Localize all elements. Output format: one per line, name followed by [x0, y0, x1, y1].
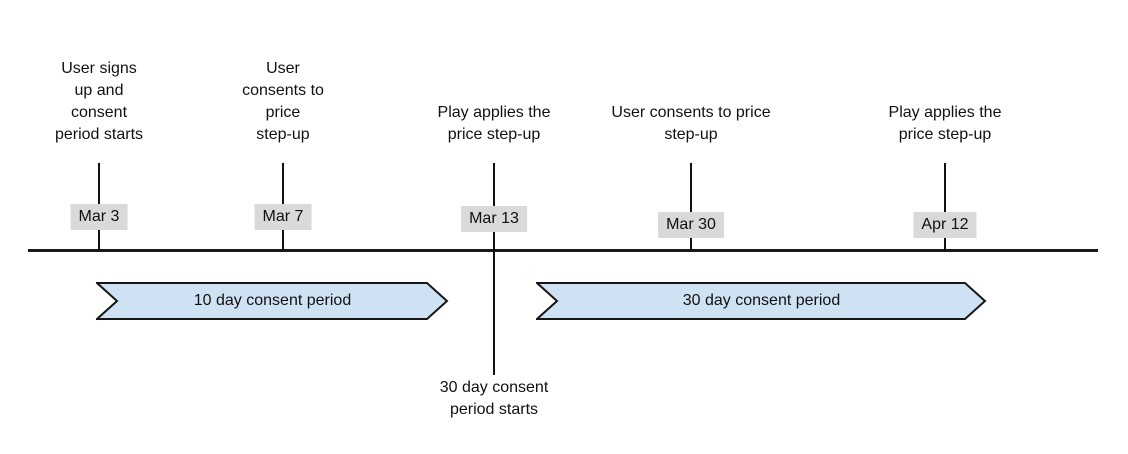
- event-label: User signs up and consent period starts: [54, 60, 144, 143]
- ribbon-arrow-icon: [536, 282, 987, 320]
- event-date-badge: Mar 30: [658, 212, 724, 238]
- period-arrow-10-day: 10 day consent period: [96, 282, 449, 320]
- ribbon-arrow-shape: [536, 282, 987, 320]
- event-label: Play applies the price step-up: [888, 104, 1002, 143]
- event-date-badge: Apr 12: [913, 212, 977, 238]
- event-label: Play applies the price step-up: [437, 104, 551, 143]
- event-tick: [690, 163, 692, 251]
- event-date-badge: Mar 7: [254, 204, 312, 230]
- ribbon-arrow-shape: [96, 282, 449, 320]
- ribbon-arrow-icon: [96, 282, 449, 320]
- period-arrow-label: 30 day consent period: [682, 291, 841, 309]
- event-tick: [944, 163, 946, 251]
- timeline-axis: [28, 249, 1098, 252]
- event-date-badge: Mar 13: [461, 206, 527, 232]
- event-date-badge: Mar 3: [70, 204, 128, 230]
- annotation-text: 30 day consent period starts: [439, 379, 549, 418]
- event-label: User consents to price step-up: [242, 60, 324, 143]
- period-arrow-label: 10 day consent period: [193, 291, 352, 309]
- event-label: User consents to price step-up: [611, 104, 771, 143]
- period-arrow-30-day: 30 day consent period: [536, 282, 987, 320]
- annotation-connector-line: [493, 251, 495, 375]
